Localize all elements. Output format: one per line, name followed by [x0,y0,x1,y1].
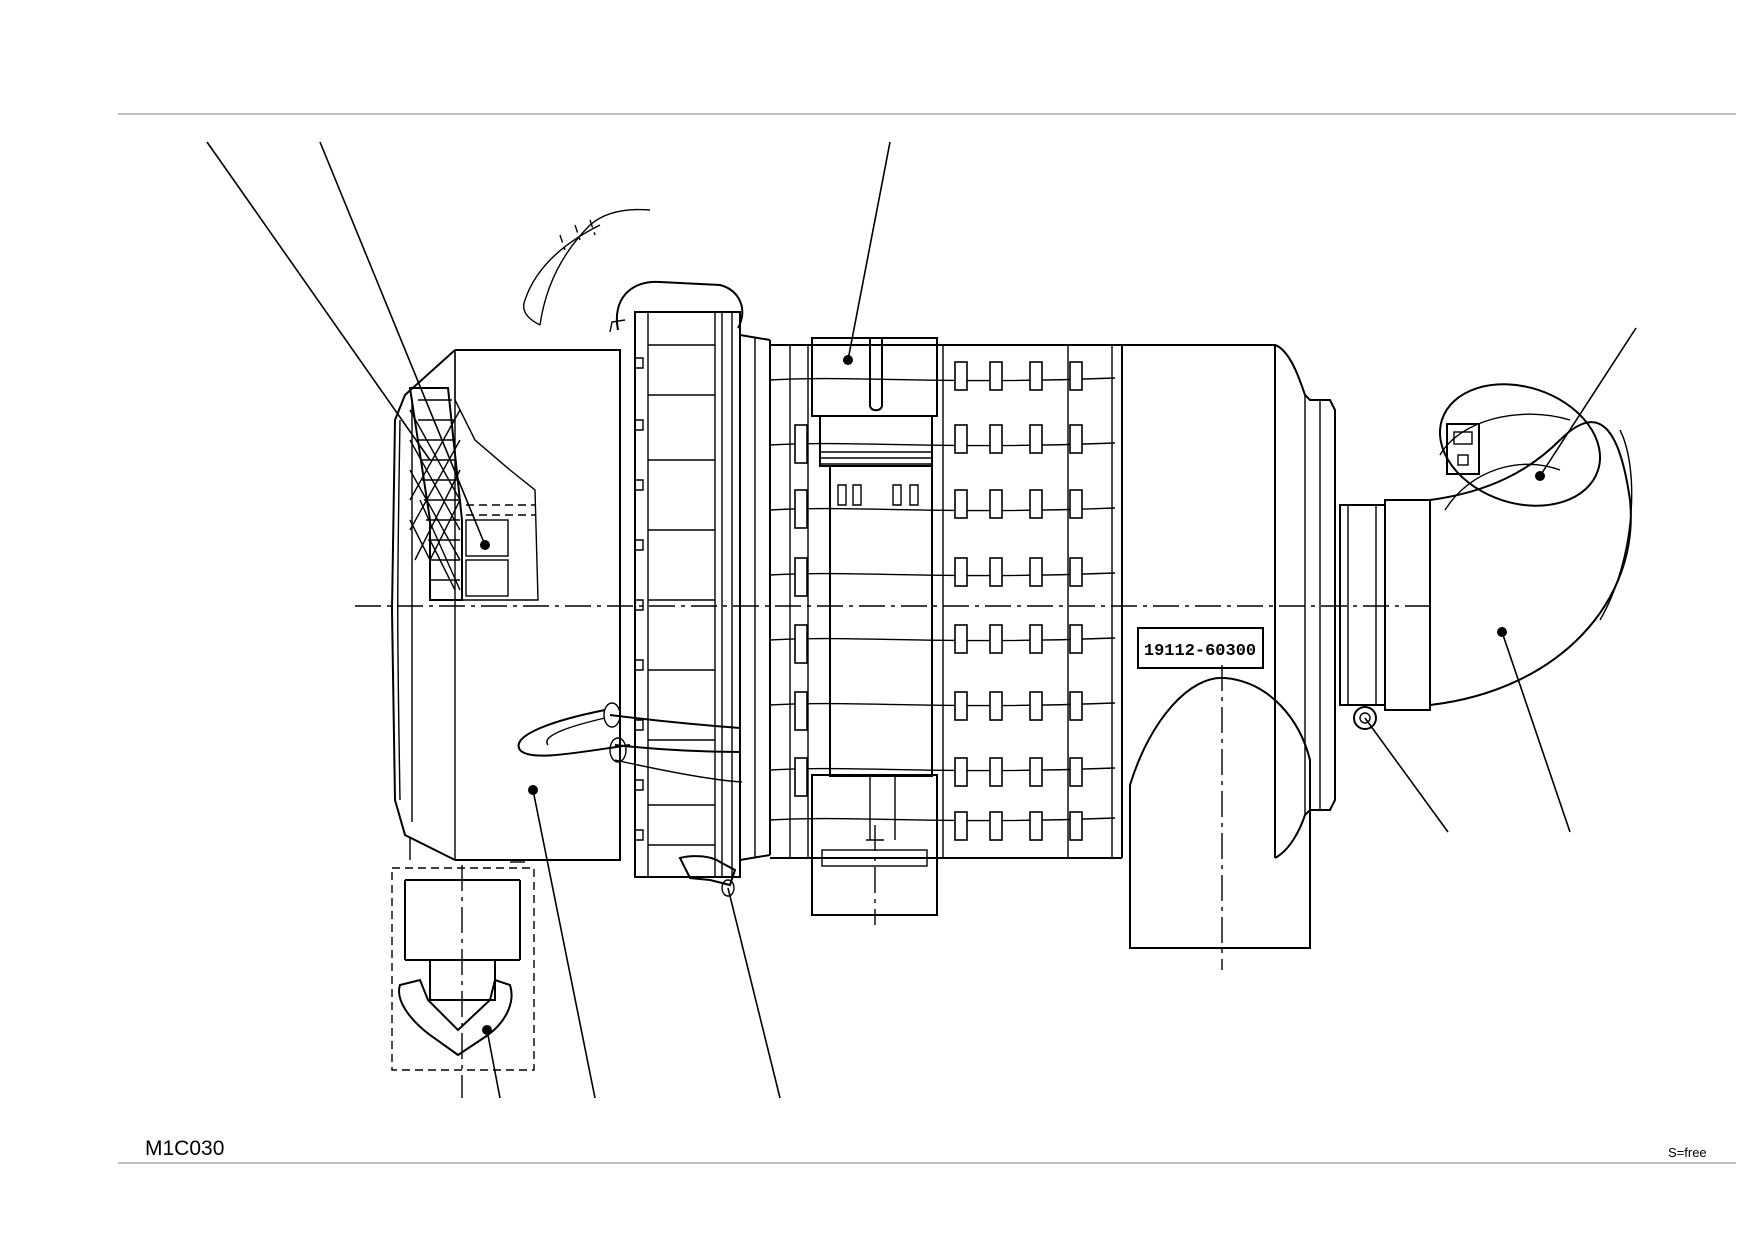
housing-slot [989,811,1003,841]
housing-slot [1069,557,1083,587]
drawing-code: M1C030 [145,1137,225,1160]
housing-slot [1069,811,1083,841]
housing-slot [1069,361,1083,391]
housing-slot [989,624,1003,654]
evacuator-valve [391,861,535,1098]
housing-slot [1069,424,1083,454]
housing-slot [1029,557,1043,587]
housing-slot [794,691,808,731]
leader-6 [1364,717,1449,833]
housing-slot [1069,624,1083,654]
leader-lines [206,141,1637,1099]
housing-slot [954,624,968,654]
housing-slot [1069,691,1083,721]
leader-3 [847,141,891,361]
upper-latch [523,208,744,333]
leader-4 [1539,327,1637,477]
clamp-band [634,311,771,878]
outlet-body: 19112-60300 [1122,344,1336,970]
leader-5 [1501,631,1571,833]
housing-slot [1069,489,1083,519]
leader-8 [532,789,596,1099]
leader-9 [486,1029,501,1099]
housing-slot [1029,624,1043,654]
housing-slot [1029,489,1043,519]
housing-slot [794,624,808,664]
leader-1 [206,141,431,461]
housing-slot [794,557,808,597]
part-number-plate: 19112-60300 [1144,642,1256,661]
seal-cutaway [408,350,539,601]
housing-slot [794,757,808,797]
housing-slot [989,424,1003,454]
housing-slot [1029,361,1043,391]
leader-2 [319,141,486,546]
housing-slot [954,489,968,519]
housing-slot [989,489,1003,519]
leader-dots [480,355,1545,1035]
housing-slot [1029,811,1043,841]
housing-slot [1029,691,1043,721]
housing-slot [1069,757,1083,787]
housing-body [769,337,1123,925]
end-cover [390,349,621,861]
housing-slot [954,811,968,841]
housing-slot [954,557,968,587]
housing-slot [1029,424,1043,454]
lower-latch [517,702,743,897]
housing-slot [954,691,968,721]
housing-slot [954,424,968,454]
housing-slot [794,424,808,464]
housing-slot [989,557,1003,587]
housing-slot [1029,757,1043,787]
scale-note: S=free [1668,1145,1707,1160]
slot-grid [794,361,1083,841]
outlet-elbow [1339,383,1633,730]
leader-7 [727,887,781,1099]
housing-slot [989,691,1003,721]
housing-slot [794,489,808,529]
housing-slot [989,361,1003,391]
housing-slot [954,757,968,787]
housing-slot [954,361,968,391]
housing-slot [989,757,1003,787]
